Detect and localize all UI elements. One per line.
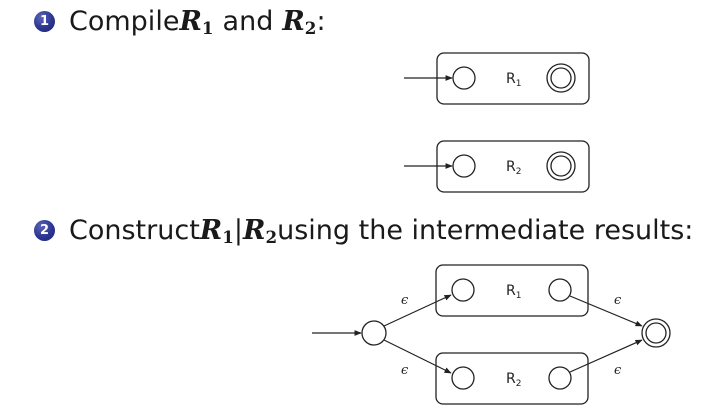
epsilon-edge-from-r2 bbox=[569, 339, 643, 373]
alternation-bar: | bbox=[233, 215, 243, 246]
epsilon-label-lower-right: ϵ bbox=[614, 363, 622, 378]
union-automaton: R1 R2 ϵ ϵ ϵ ϵ bbox=[312, 264, 671, 405]
epsilon-label-upper-left: ϵ bbox=[401, 293, 409, 308]
step-1-suffix: : bbox=[316, 6, 326, 37]
epsilon-edge-to-r2 bbox=[383, 339, 452, 374]
step-2-suffix: using the intermediate results: bbox=[277, 215, 694, 246]
union-r1-end-state bbox=[548, 278, 572, 302]
r2-label: R2 bbox=[506, 159, 521, 177]
union-r1-label: R1 bbox=[506, 283, 521, 301]
r2-automaton: R2 bbox=[404, 140, 590, 193]
r1-symbol: R1 bbox=[179, 6, 214, 39]
step-number-badge: 1 bbox=[34, 11, 55, 32]
step-1-heading: 1 Compile R1 and R2: bbox=[34, 6, 326, 39]
r2-start-state bbox=[452, 154, 476, 178]
step-2-prefix: Construct bbox=[69, 215, 200, 246]
epsilon-label-upper-right: ϵ bbox=[614, 293, 622, 308]
epsilon-edge-from-r1 bbox=[569, 295, 643, 327]
epsilon-label-lower-left: ϵ bbox=[401, 363, 409, 378]
r1-automaton: R1 bbox=[404, 52, 590, 105]
union-r2-label: R2 bbox=[506, 371, 521, 389]
union-start-state bbox=[361, 320, 387, 346]
union-accept-state-inner bbox=[645, 322, 667, 344]
union-r1-box bbox=[435, 264, 589, 317]
step-1-prefix: Compile bbox=[69, 6, 180, 37]
union-r1-start-state bbox=[451, 278, 475, 302]
r2-symbol: R2 bbox=[243, 215, 278, 248]
step-number-badge: 2 bbox=[34, 220, 55, 241]
step-1-conjunction: and bbox=[222, 6, 274, 37]
r2-symbol: R2 bbox=[282, 6, 317, 39]
step-2-heading: 2 Construct R1|R2 using the intermediate… bbox=[34, 215, 694, 248]
r2-accept-state-inner bbox=[550, 155, 572, 177]
epsilon-edge-to-r1 bbox=[383, 294, 452, 327]
union-r2-box bbox=[435, 352, 589, 405]
union-r2-end-state bbox=[548, 366, 572, 390]
r1-start-state bbox=[452, 66, 476, 90]
r1-symbol: R1 bbox=[199, 215, 234, 248]
r1-label: R1 bbox=[506, 71, 521, 89]
r1-accept-state-inner bbox=[550, 67, 572, 89]
union-r2-start-state bbox=[451, 366, 475, 390]
